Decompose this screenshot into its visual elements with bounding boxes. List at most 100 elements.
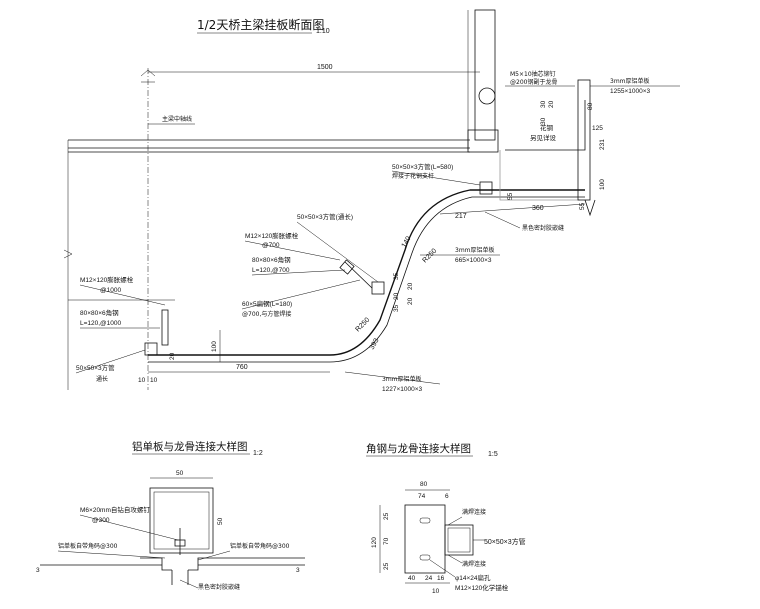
dim-80: 80 xyxy=(587,102,594,110)
d2-dim-80: 80 xyxy=(420,481,428,488)
label-3mm-mid: 3mm厚铝单板 xyxy=(455,246,495,254)
dim-20c: 20 xyxy=(407,282,414,290)
label-sq-long: 50×50×3方管(通长) xyxy=(297,212,353,221)
axis-symbol xyxy=(140,69,156,83)
label-angle-b: 80×80×6角钢 xyxy=(80,308,119,317)
dim-10a: 10 xyxy=(138,377,146,384)
leader-sealant xyxy=(484,211,521,229)
d2-dim-16: 16 xyxy=(437,575,445,582)
tube-b xyxy=(144,342,158,356)
detail1-scale: 1:2 xyxy=(253,450,263,457)
d1-label-left: 铝单板自带角码@300 xyxy=(58,542,118,550)
label-3mm-top-size: 1255×1000×3 xyxy=(610,88,651,95)
dim-360-line xyxy=(439,203,586,215)
leader-3mm-bot xyxy=(344,371,441,385)
dim-231: 231 xyxy=(599,139,606,150)
dim-r250a: R250 xyxy=(421,248,438,265)
label-m12b: M12×120膨胀螺栓 xyxy=(80,275,134,284)
top-panel xyxy=(505,100,586,151)
main-title: 1/2天桥主梁挂板断面图 xyxy=(197,17,324,32)
d1-label-right: 铝单板自带角码@300 xyxy=(230,542,290,550)
d2-leader-weld1 xyxy=(447,516,463,526)
break-mark xyxy=(63,249,73,259)
dim-1500: 1500 xyxy=(317,64,333,71)
column-hole xyxy=(478,87,496,105)
detail1-section: 铝单板与龙骨连接大样图 1:2 50 50 M6×20mm自钻自攻螺钉 @300… xyxy=(36,440,305,591)
main-section: 1/2天桥主梁挂板断面图 1:10 主梁中轴线 1500 3mm厚铝单板 125… xyxy=(63,9,680,393)
label-m12b-sp: @1000 xyxy=(100,287,121,294)
label-3mm-bot-size: 1227×1000×3 xyxy=(382,386,423,393)
d2-leader-slot xyxy=(429,559,456,578)
d2-slot-top xyxy=(419,517,431,524)
dim-20d: 20 xyxy=(407,297,414,305)
d2-dim-24: 24 xyxy=(425,575,433,582)
label-3mm-top: 3mm厚铝单板 xyxy=(610,77,650,85)
dim-20: 20 xyxy=(169,352,176,360)
d2-dim-40: 40 xyxy=(408,575,416,582)
leader-m12b xyxy=(79,284,166,306)
d1-tube-inner xyxy=(153,491,210,550)
label-m5: M5×10抽芯铆钉 xyxy=(510,70,556,78)
flower-steel-box xyxy=(499,150,580,201)
label-angle-a2: L=120,@700 xyxy=(252,267,290,274)
d1-dim-3b: 3 xyxy=(296,567,300,574)
d2-dim-25a: 25 xyxy=(383,512,390,520)
d1-label-sealant: 黑色密封胶嵌缝 xyxy=(198,583,240,591)
dim-100r: 100 xyxy=(599,179,606,190)
dim-10b: 10 xyxy=(150,377,158,384)
label-sealant: 黑色密封胶嵌缝 xyxy=(522,224,564,232)
column xyxy=(474,9,496,141)
leader-sq-long xyxy=(296,221,379,283)
d1-leader-right xyxy=(197,550,231,561)
dim-393: 393 xyxy=(369,337,381,351)
d2-tube-inner xyxy=(447,527,471,553)
label-sq580: 50×50×3方管(L=580) xyxy=(392,162,453,171)
d2-label-weld1: 满焊连接 xyxy=(462,508,486,516)
dim-100: 100 xyxy=(211,341,218,352)
leader-m12a xyxy=(244,240,341,261)
d1-leader-sealant xyxy=(179,579,199,589)
d1-panels xyxy=(140,557,305,571)
dim-760: 760 xyxy=(236,364,248,371)
dim-217: 217 xyxy=(455,213,467,220)
d2-label-slot: φ14×24扁孔 xyxy=(455,573,491,582)
column-base xyxy=(467,129,499,153)
d1-tube xyxy=(149,487,214,554)
d1-dim-50b: 50 xyxy=(217,517,224,525)
d1-screw-head xyxy=(174,539,186,547)
d2-dim-74: 74 xyxy=(418,493,426,500)
detail1-title: 铝单板与龙骨连接大样图 xyxy=(132,440,248,453)
label-sq-b2: 通长 xyxy=(96,375,108,383)
axis-label: 主梁中轴线 xyxy=(162,115,192,123)
d1-joint xyxy=(171,570,189,585)
d2-slot-bottom xyxy=(419,554,431,561)
flat-bar xyxy=(344,261,373,289)
d2-angle xyxy=(404,504,446,574)
dim-30b: 30 xyxy=(540,117,547,125)
label-flower: 花钢 xyxy=(540,123,554,132)
main-scale: 1:10 xyxy=(316,28,330,35)
label-sq-b: 50×50×3方管 xyxy=(76,363,115,372)
dim-35a: 35 xyxy=(393,272,400,280)
label-flat: 60×5扁钢(L=180) xyxy=(242,299,292,308)
label-m5b: @200钢副于龙骨 xyxy=(510,78,557,86)
dim-35b: 35 xyxy=(393,304,400,312)
label-flower2: 另见详设 xyxy=(530,133,557,142)
d1-leader-screw xyxy=(79,514,179,541)
end-cap xyxy=(584,199,596,217)
d2-dim-6: 6 xyxy=(445,493,449,500)
d1-dim-50a: 50 xyxy=(176,470,184,477)
label-angle-b2: L=120,@1000 xyxy=(80,320,122,327)
dim-r250b: R250 xyxy=(354,317,371,334)
cladding-outer xyxy=(148,189,585,356)
d2-label-weld2: 满焊连接 xyxy=(462,560,486,568)
dim-360: 360 xyxy=(532,205,544,212)
leader-flat xyxy=(241,279,361,310)
d2-leader-weld2 xyxy=(447,554,463,564)
dim-30: 30 xyxy=(540,100,547,108)
cladding-inner xyxy=(148,196,585,363)
label-m12a: M12×120膨胀螺栓 xyxy=(245,231,299,240)
d2-dim-25b: 25 xyxy=(383,562,390,570)
angle-a xyxy=(339,259,355,275)
